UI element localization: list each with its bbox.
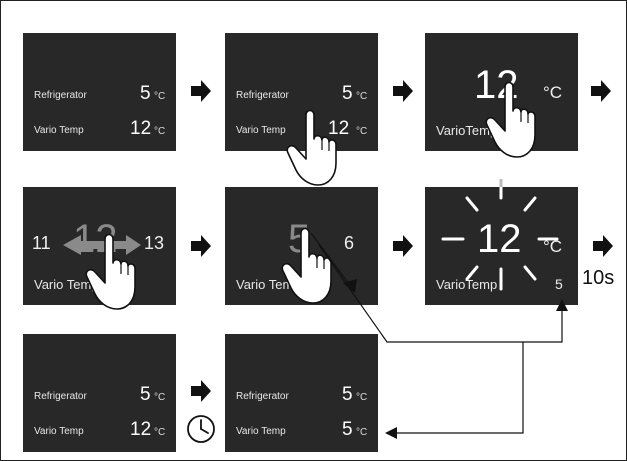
- vario-temp-label: VarioTemp: [436, 277, 498, 292]
- vario-temp-unit: °C: [154, 427, 166, 438]
- arrow-head: [385, 427, 397, 439]
- vario-temp-label: Vario Temp: [236, 426, 286, 437]
- display-panel-6: 12 °C VarioTemp 5: [425, 187, 578, 305]
- display-panel-1: Refrigerator 5 °C Vario Temp 12 °C: [23, 33, 176, 151]
- vario-temp-unit: °C: [154, 126, 166, 137]
- timeout-label: 10s: [582, 267, 615, 289]
- display-panel-8: Refrigerator 5 °C Vario Temp 5 °C: [225, 334, 378, 452]
- refrigerator-unit: °C: [356, 392, 368, 403]
- arrow-head: [556, 299, 568, 311]
- vario-temp-value: 12: [328, 118, 350, 139]
- arrow-right-icon: [191, 235, 211, 257]
- refrigerator-label: Refrigerator: [236, 90, 289, 101]
- vario-temp-label: VarioTemp: [436, 123, 498, 138]
- arrow-right-icon: [591, 80, 611, 102]
- hand-pointer-icon: [281, 227, 332, 304]
- vario-temp-label: Vario Temp: [236, 277, 301, 292]
- vario-temp-unit: °C: [356, 126, 368, 137]
- temperature-unit: °C: [543, 83, 563, 102]
- refrigerator-label: Refrigerator: [34, 90, 87, 101]
- temperature-unit: °C: [543, 237, 563, 256]
- vario-temp-value: 5: [342, 419, 353, 440]
- refrigerator-value: 5: [140, 83, 151, 104]
- vario-temp-label: Vario Temp: [34, 277, 99, 292]
- vario-temp-label: Vario Temp: [34, 125, 84, 136]
- vario-temp-label: Vario Temp: [34, 426, 84, 437]
- refrigerator-unit: °C: [154, 392, 166, 403]
- refrigerator-unit: °C: [356, 91, 368, 102]
- refrigerator-value: 5: [342, 384, 353, 405]
- flow-connector: [310, 232, 563, 434]
- refrigerator-value: 5: [555, 276, 563, 292]
- clock-icon: [187, 415, 215, 443]
- refrigerator-value: 5: [140, 384, 151, 405]
- refrigerator-value: 5: [342, 83, 353, 104]
- arrow-head: [343, 279, 357, 293]
- blink-rays-icon: [441, 177, 559, 291]
- hand-pointer-icon: [485, 81, 536, 158]
- display-panel-7: Refrigerator 5 °C Vario Temp 12 °C: [23, 334, 176, 452]
- vario-temp-unit: °C: [356, 427, 368, 438]
- arrow-right-icon: [191, 380, 211, 402]
- next-value: 13: [144, 233, 165, 253]
- display-panel-2: Refrigerator 5 °C Vario Temp 12 °C: [225, 33, 378, 151]
- vario-temp-value: 12: [130, 419, 152, 440]
- swipe-arrows-icon: [63, 235, 141, 255]
- prev-value: 11: [32, 233, 51, 253]
- vario-temp-value: 12: [130, 118, 152, 139]
- refrigerator-label: Refrigerator: [34, 391, 87, 402]
- temperature-value: 12: [477, 217, 522, 261]
- arrow-right-icon: [393, 235, 413, 257]
- arrow-right-icon: [393, 80, 413, 102]
- vario-temp-label: Vario Temp: [236, 125, 286, 136]
- arrow-right-icon: [593, 235, 613, 257]
- refrigerator-label: Refrigerator: [236, 391, 289, 402]
- arrow-right-icon: [191, 80, 211, 102]
- refrigerator-unit: °C: [154, 91, 166, 102]
- hand-pointer-icon: [286, 109, 337, 186]
- next-value: 6: [344, 233, 355, 253]
